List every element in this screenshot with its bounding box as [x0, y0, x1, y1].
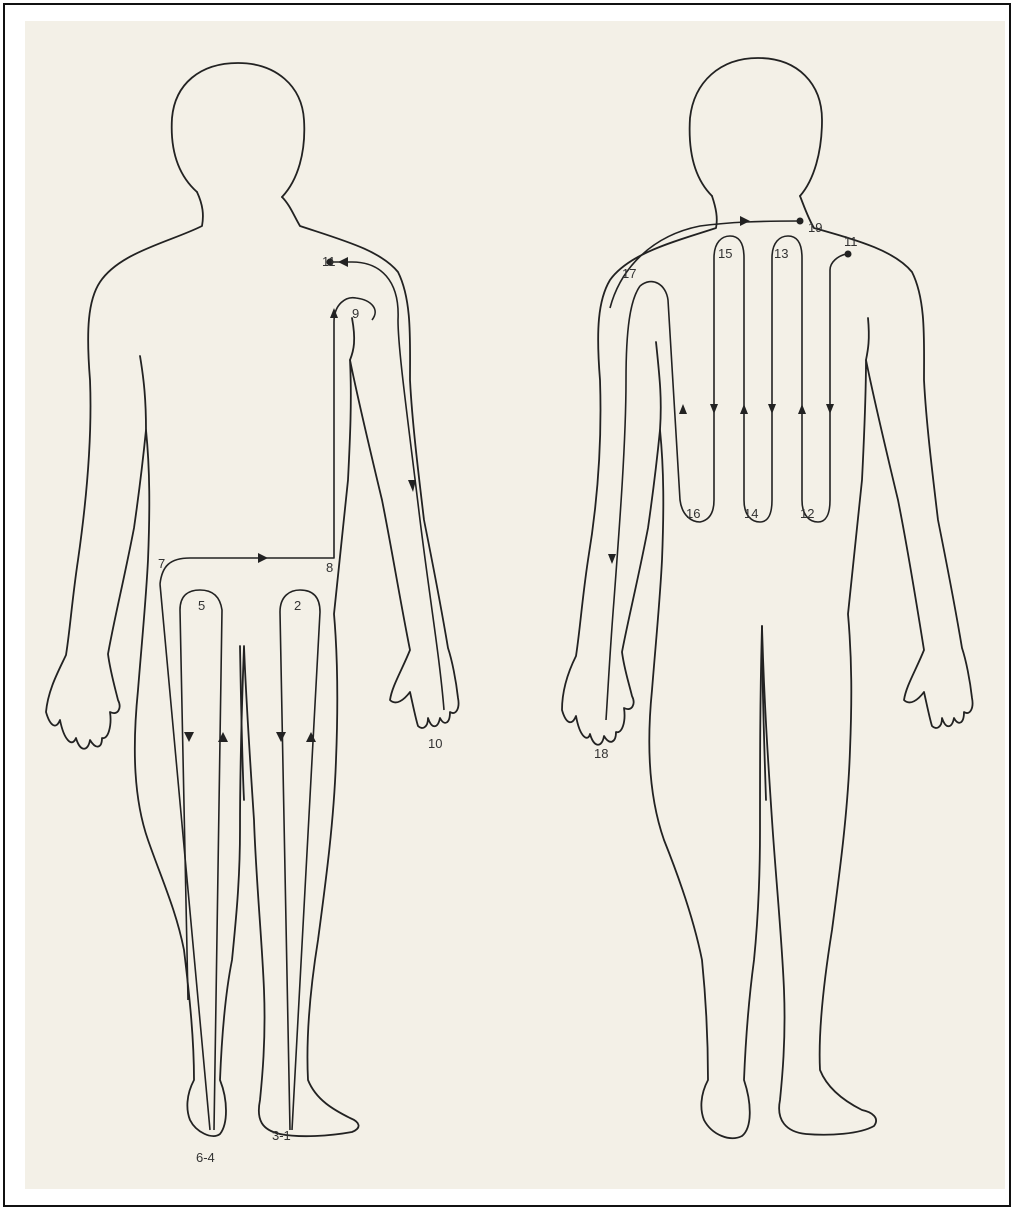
- right-arrow-down-2: [768, 404, 776, 414]
- right-figure: 19 15 13 11 17 16 14 12 18: [562, 58, 973, 1138]
- left-figure-head: [172, 63, 305, 197]
- left-label-6-4: 6-4: [196, 1150, 215, 1165]
- left-label-10: 10: [428, 736, 442, 751]
- left-figure-outline: [46, 192, 459, 1136]
- left-arrow-7-8: [258, 553, 268, 563]
- right-figure-head: [690, 58, 822, 196]
- right-arrow-up-3: [679, 404, 687, 414]
- right-label-17: 17: [622, 266, 636, 281]
- right-figure-right-arm-gap: [866, 318, 869, 360]
- left-path-hip-to-shoulder: [160, 298, 375, 584]
- left-figure-right-arm-gap: [350, 318, 354, 360]
- left-arrow-leg-4: [306, 732, 316, 742]
- right-label-11: 11: [844, 234, 858, 249]
- left-label-2: 2: [294, 598, 301, 613]
- left-path-leg-loop-right: [280, 590, 320, 1130]
- left-label-8: 8: [326, 560, 333, 575]
- right-label-16: 16: [686, 506, 700, 521]
- left-label-7: 7: [158, 556, 165, 571]
- right-figure-left-arm-gap: [656, 342, 661, 430]
- right-label-14: 14: [744, 506, 758, 521]
- right-arrow-arm-down: [608, 554, 616, 564]
- left-label-5: 5: [198, 598, 205, 613]
- right-label-18: 18: [594, 746, 608, 761]
- right-label-13: 13: [774, 246, 788, 261]
- left-arrow-arm-down: [408, 480, 416, 492]
- right-label-12: 12: [800, 506, 814, 521]
- left-figure-left-arm-gap: [140, 356, 146, 430]
- left-label-3-1: 3-1: [272, 1128, 291, 1143]
- right-path-loop-16: [640, 236, 846, 522]
- left-path-leg-loop-left: [180, 590, 222, 1130]
- left-arrow-leg-1: [184, 732, 194, 742]
- right-dot-11: [845, 251, 852, 258]
- left-label-11: 11: [322, 254, 336, 269]
- right-arrow-up-1: [740, 404, 748, 414]
- right-arrow-down-3: [826, 404, 834, 414]
- right-figure-outline: [562, 196, 973, 1138]
- right-arrow-down-1: [710, 404, 718, 414]
- right-arrow-19: [740, 216, 750, 226]
- left-arrow-leg-3: [276, 732, 286, 742]
- right-dot-19: [797, 218, 804, 225]
- left-arrow-11: [338, 257, 348, 267]
- left-figure: 11 9 7 8 5 2 10 6-4 3-1: [46, 63, 459, 1165]
- right-arrow-up-2: [798, 404, 806, 414]
- right-label-19: 19: [808, 220, 822, 235]
- left-label-9: 9: [352, 306, 359, 321]
- right-label-15: 15: [718, 246, 732, 261]
